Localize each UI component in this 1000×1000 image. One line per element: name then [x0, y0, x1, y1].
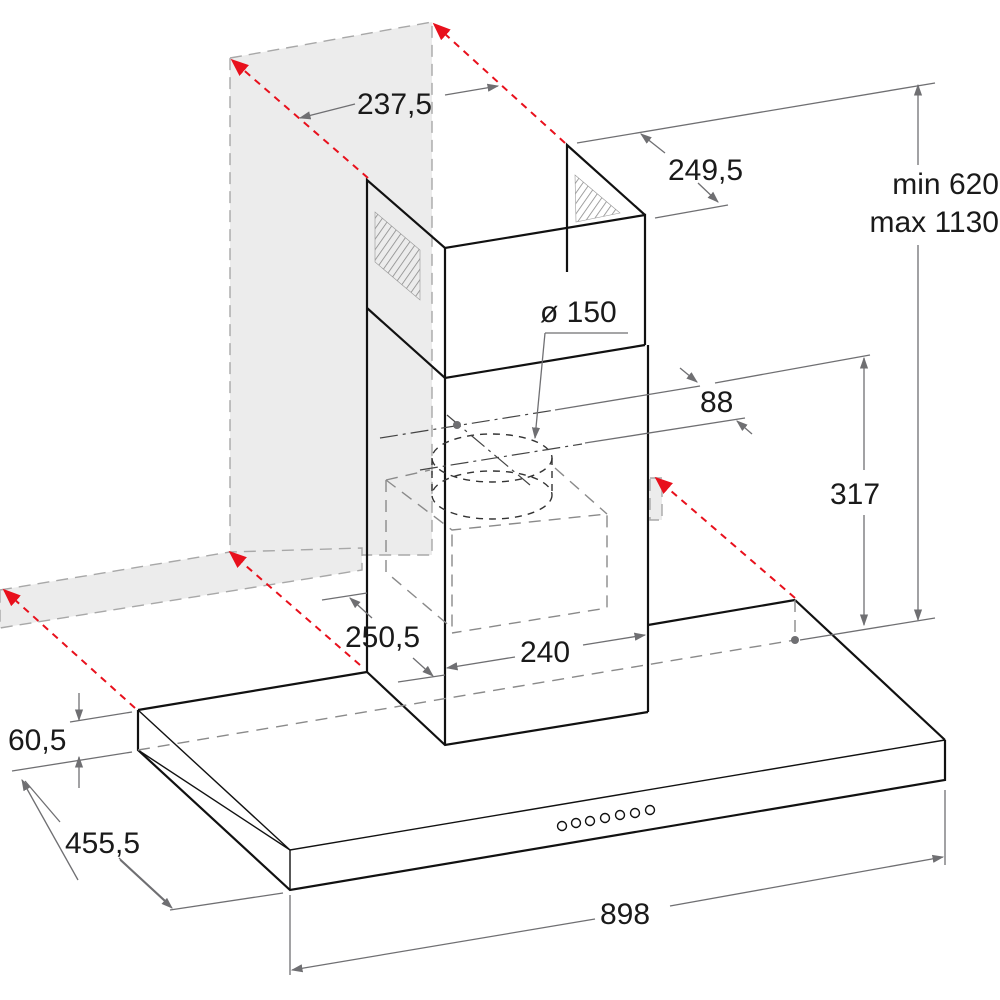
button-icon[interactable]	[570, 817, 582, 829]
label-chimney-depth: 249,5	[668, 154, 743, 187]
label-canopy-width: 898	[600, 898, 650, 931]
lower-chimney	[365, 307, 650, 747]
label-hood-depth-offset: 250,5	[345, 621, 420, 654]
label-height-min: min 620	[892, 168, 999, 201]
button-icon[interactable]	[584, 815, 596, 827]
dimension-labels: 237,5 249,5 min 620 max 1130 ø 150 88 31…	[8, 88, 999, 931]
label-canopy-depth: 455,5	[65, 827, 140, 860]
wall-outline	[0, 21, 663, 629]
label-motor-width: 240	[520, 636, 570, 669]
button-icon[interactable]	[629, 807, 641, 819]
label-canopy-thickness: 60,5	[8, 724, 66, 757]
button-icon[interactable]	[556, 820, 568, 832]
label-chimney-width: 237,5	[357, 88, 432, 121]
label-height-max: max 1130	[869, 206, 999, 239]
control-buttons	[556, 804, 656, 832]
hidden-motor-box	[379, 409, 608, 634]
button-icon[interactable]	[644, 804, 656, 816]
vent-grille-icon	[574, 174, 621, 223]
label-duct-offset: 88	[700, 386, 733, 419]
vent-grille-icon	[374, 211, 421, 301]
label-duct-height: 317	[830, 478, 880, 511]
upper-chimney	[365, 142, 647, 378]
wall-markers	[2, 22, 796, 709]
label-duct-diameter: ø 150	[540, 296, 617, 329]
button-icon[interactable]	[599, 812, 611, 824]
dimension-lines	[11, 82, 946, 975]
canopy	[136, 598, 947, 892]
button-icon[interactable]	[614, 809, 626, 821]
